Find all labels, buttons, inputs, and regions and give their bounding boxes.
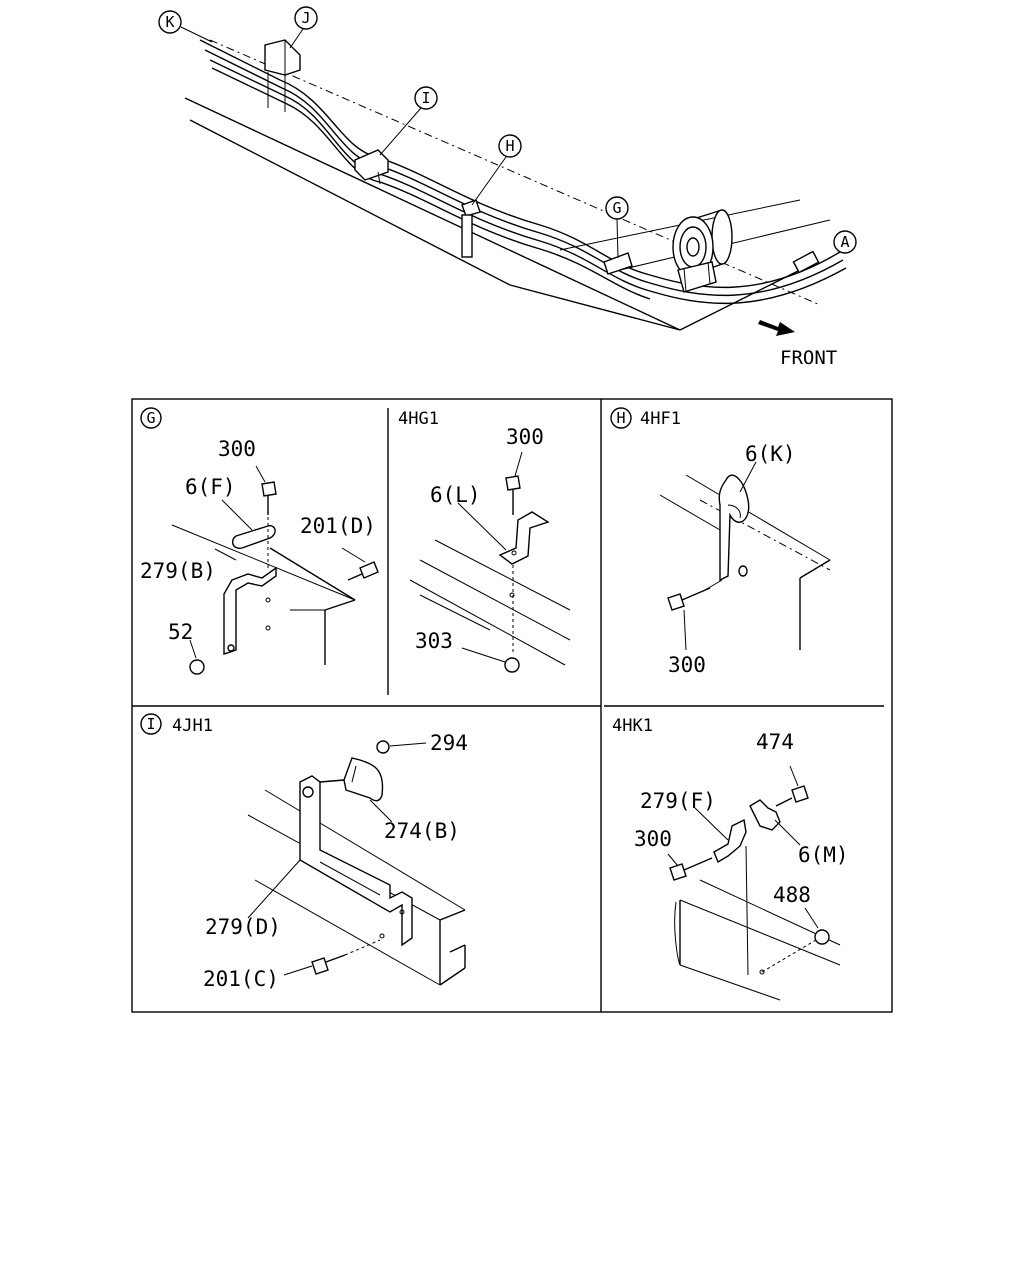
panel-4hk1-bracket-label: 279(F) [640, 789, 716, 813]
panel-h-clip-label: 6(K) [745, 442, 796, 466]
callout-a: A [833, 230, 857, 254]
panel-i: I 4JH1 294 274(B) 279(D) 201(C) [140, 713, 468, 991]
panel-g-bolt-label: 300 [218, 437, 256, 461]
panel-i-clip-label: 274(B) [384, 819, 460, 843]
callout-k: K [158, 10, 213, 43]
clip-g [603, 252, 633, 275]
panel-h-bolt-label: 300 [668, 653, 706, 677]
panel-4hg1-code: 4HG1 [398, 409, 439, 429]
front-label: FRONT [780, 347, 837, 369]
panel-4hg1-clip-label: 6(L) [430, 483, 481, 507]
panel-h-letter: H [616, 409, 625, 427]
panel-4hg1-bolt-label: 300 [506, 425, 544, 449]
svg-text:G: G [612, 199, 621, 217]
svg-text:H: H [505, 137, 514, 155]
panel-4hk1-nut-label: 488 [773, 883, 811, 907]
frame-rail [184, 39, 831, 331]
panel-g: G 300 6(F) 201(D) 279(B) 52 [140, 407, 379, 675]
svg-text:J: J [301, 9, 310, 27]
front-arrow-icon [758, 320, 795, 336]
detail-frame [131, 398, 893, 1013]
panel-4hg1: 4HG1 300 6(L) 303 [398, 409, 571, 673]
callout-h: H [471, 134, 522, 206]
panel-g-clip-label: 6(F) [185, 475, 236, 499]
panel-4hk1-clip-label: 6(M) [798, 843, 849, 867]
panel-h: H 4HF1 6(K) 300 [610, 407, 831, 677]
panel-i-code: 4JH1 [172, 716, 213, 736]
panel-4hk1: 4HK1 474 279(F) 300 6(M) 488 [612, 716, 849, 1001]
panel-4hk1-bolt2-label: 300 [634, 827, 672, 851]
fuel-filter-assembly [672, 209, 733, 293]
panel-i-nut-label: 294 [430, 731, 468, 755]
callout-j: J [289, 6, 318, 49]
panel-4hk1-code: 4HK1 [612, 716, 653, 736]
svg-text:I: I [421, 89, 430, 107]
panel-g-nut-label: 52 [168, 620, 193, 644]
svg-text:A: A [840, 233, 849, 251]
panel-g-bracket-label: 279(B) [140, 559, 216, 583]
panel-4hg1-nut-label: 303 [415, 629, 453, 653]
panel-i-bolt-label: 201(C) [203, 967, 279, 991]
clip-h [461, 199, 481, 258]
panel-h-code: 4HF1 [640, 409, 681, 429]
overview-drawing: K J I H G A FRONT [158, 6, 857, 369]
callout-g: G [605, 196, 629, 259]
panel-4hk1-bolt-label: 474 [756, 730, 794, 754]
fuel-pipes [199, 39, 847, 305]
callout-i: I [379, 86, 438, 156]
clip-i [354, 149, 389, 185]
clip-j [264, 39, 301, 112]
panel-i-bracket-label: 279(D) [205, 915, 281, 939]
panel-g-letter: G [146, 409, 155, 427]
panel-i-letter: I [146, 715, 155, 733]
panel-g-bolt2-label: 201(D) [300, 514, 376, 538]
svg-text:K: K [165, 13, 174, 31]
